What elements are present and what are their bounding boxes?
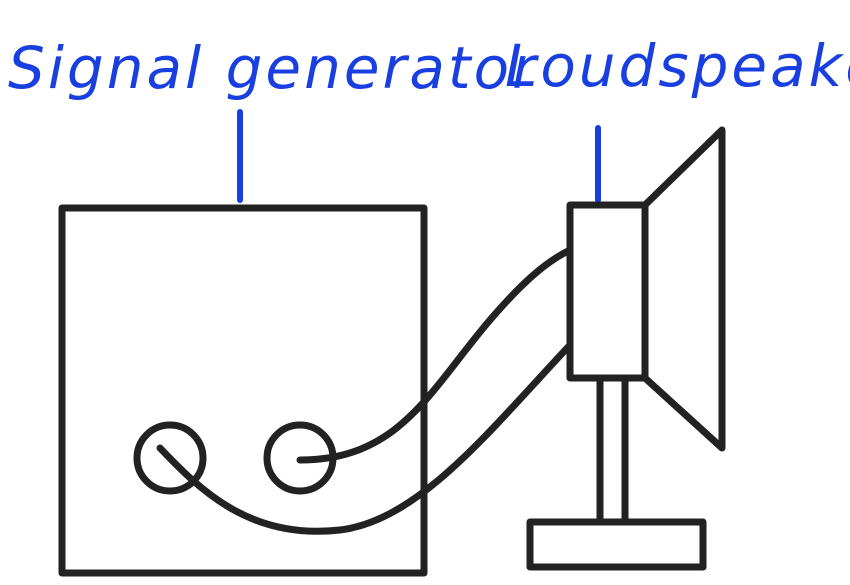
- loudspeaker-body: [566, 201, 649, 382]
- wire-lower: [156, 341, 574, 535]
- signal-generator-label: Signal generator: [8, 34, 539, 102]
- loudspeaker-label: Loudspeaker: [505, 32, 850, 100]
- loudspeaker-cone: [641, 126, 726, 452]
- stand-base: [526, 518, 707, 571]
- wire-upper: [296, 246, 574, 464]
- terminal-left: [133, 421, 207, 495]
- signal-generator-box: [58, 204, 428, 577]
